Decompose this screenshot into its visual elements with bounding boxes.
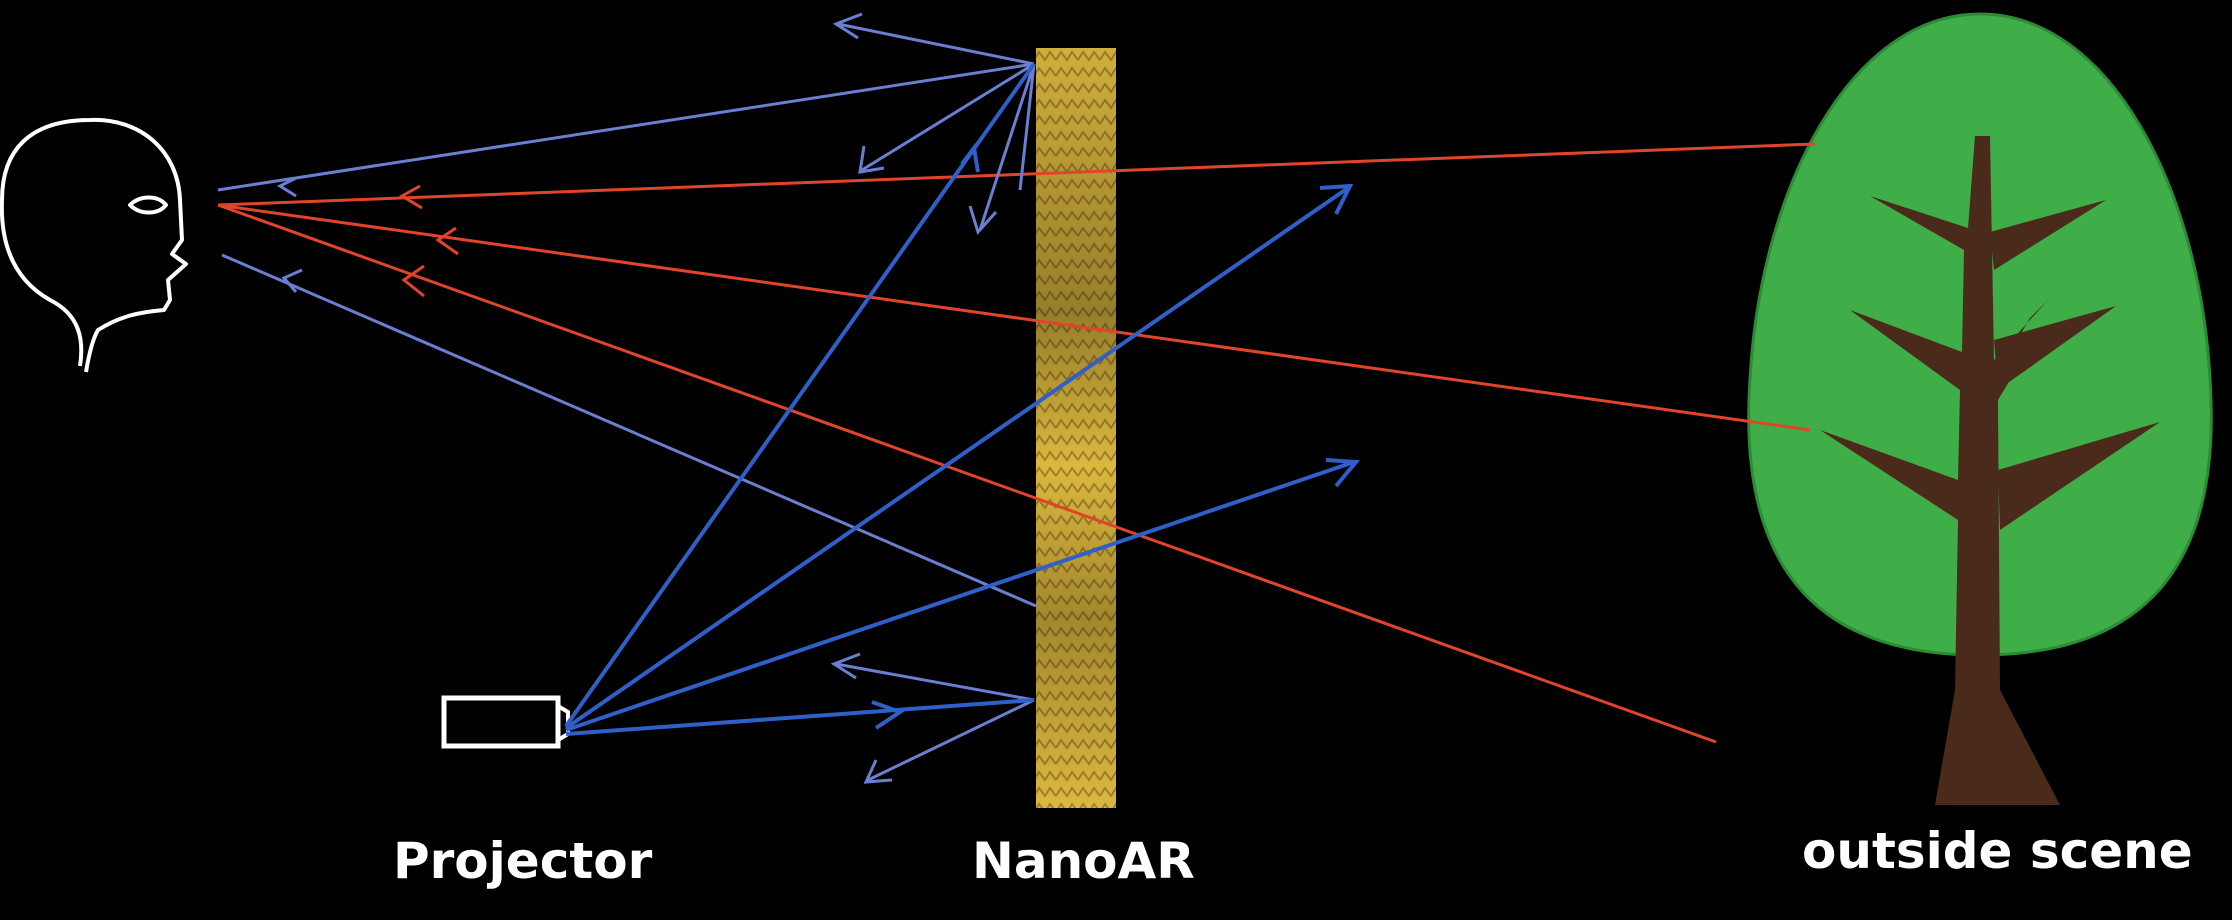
eye-arrowhead [281,268,303,293]
reflection-fan [1018,63,1036,191]
projector-ray [564,62,1036,728]
reflection-fan [835,662,1035,702]
reflection-fan [978,63,1036,231]
red-ray-bottom [217,203,1717,744]
reflected-ray-to-eye-top [217,62,1035,192]
projector-ray [565,460,1355,732]
reflection-fan [861,62,1035,172]
red-ray-top [217,142,1816,207]
nanoar-panel [1036,48,1116,808]
reflection-fan-arrowhead [858,145,885,174]
projector-ray [564,186,1350,730]
eye-arrowhead [276,176,297,198]
reflected-ray-to-eye-bottom [221,253,1037,608]
reflection-fan-arrowhead [832,12,863,40]
reflection-fan [837,22,1035,66]
reflection-fan-arrowhead [968,205,998,235]
reflection-fan [867,698,1035,782]
reflection-fan-arrowhead [830,652,861,680]
red-ray-arrowhead [435,226,459,256]
red-ray-arrowhead [399,184,423,210]
projector-ray-arrowhead [1319,183,1354,215]
red-ray-middle [217,203,1811,432]
reflection-fan-arrowhead [863,759,893,784]
projector-ray-arrowhead [960,143,980,173]
projector-icon [441,695,561,749]
projector-label: Projector [393,832,653,890]
projector-ray [565,698,1035,736]
outside-scene-label: outside scene [1802,822,2193,880]
outside-light-rays [217,142,1816,744]
nanoar-label: NanoAR [972,832,1195,890]
projector-ray-arrowhead [871,700,905,730]
viewer-head-icon [0,117,188,373]
tree-icon [1747,12,2213,805]
projector-light-rays [564,62,1361,736]
reflected-light-rays [217,12,1037,784]
red-ray-arrowhead [401,264,425,298]
projector-ray-arrowhead [1325,458,1361,488]
